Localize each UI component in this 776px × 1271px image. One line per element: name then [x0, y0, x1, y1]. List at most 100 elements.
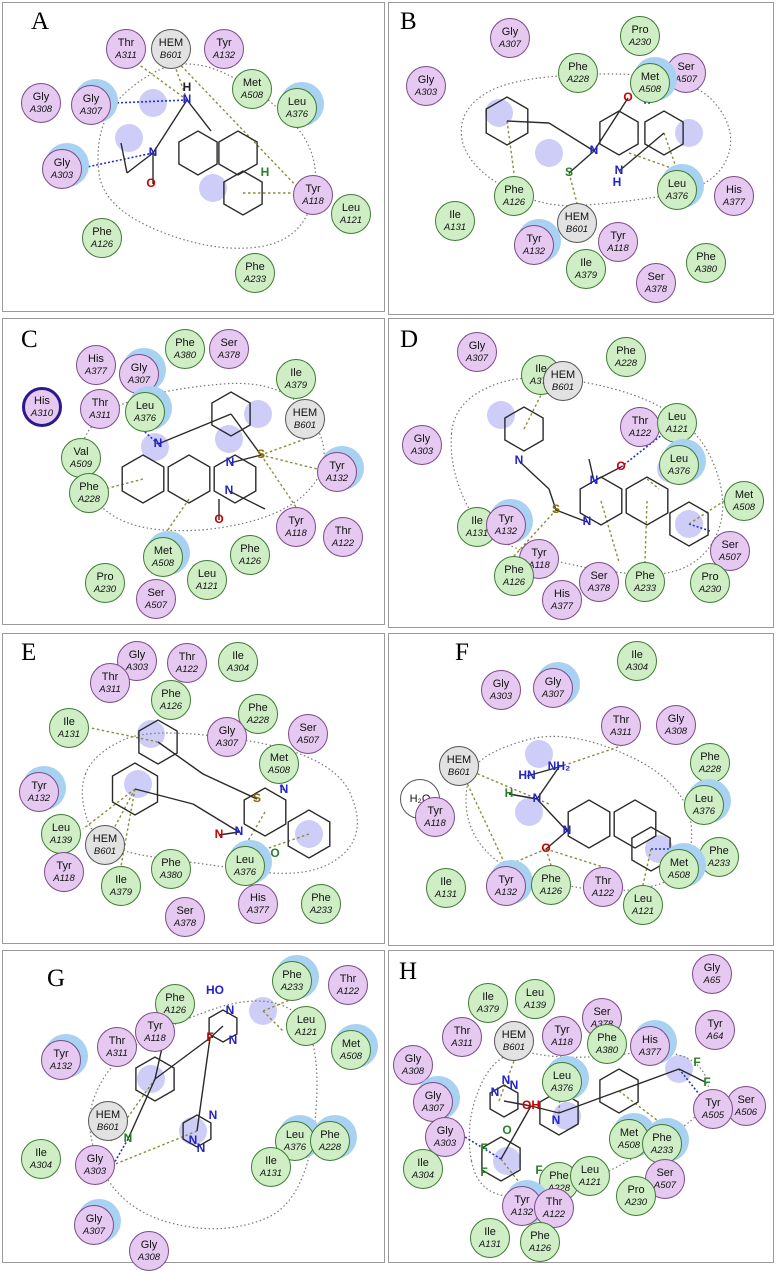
residue-chain-id: A233 [243, 273, 267, 285]
ligand-bond [518, 460, 550, 490]
residue-chain-id: A230 [624, 1196, 648, 1208]
ligand-atom-label: N [491, 1085, 500, 1099]
hbond-line [278, 783, 285, 791]
hydrophobic-contact-line [260, 438, 306, 456]
residue-name: Phe [245, 260, 265, 273]
residue-chain-id: A126 [159, 700, 183, 712]
residue-name: Tyr [427, 804, 443, 817]
residue-chain-id: A230 [628, 36, 652, 48]
hydrophobic-contact-line [170, 54, 304, 194]
ligand-ring [625, 476, 669, 526]
residue-name: HEM [158, 36, 184, 49]
residue-name: His [88, 352, 104, 365]
residue-name: Tyr [610, 229, 626, 242]
residue-name: His [726, 183, 742, 196]
exposure-blob [139, 89, 167, 117]
panel-label: H [399, 958, 418, 985]
residue-chain-id: A131 [443, 221, 467, 233]
exposure-blob [199, 174, 227, 202]
residue-name: Tyr [288, 514, 304, 527]
residue-name: Tyr [705, 1096, 721, 1109]
hydrophobic-contact-line [618, 1090, 663, 1125]
ligand-bond [548, 122, 595, 152]
ligand-ring [178, 130, 218, 176]
ligand-ring [208, 1009, 238, 1043]
residue-chain-id: A233 [707, 857, 731, 869]
ligand-ring [213, 454, 257, 504]
ligand-ring [539, 1090, 579, 1136]
residue-chain-id: A132 [510, 1206, 534, 1218]
ligand-bond [593, 97, 629, 152]
ligand-ring [485, 96, 529, 146]
residue-name: Met [734, 488, 754, 501]
residue-chain-id: A311 [451, 1037, 473, 1049]
exposure-blob [179, 1117, 207, 1145]
residue-chain-id: B601 [565, 223, 589, 235]
residue-name: Gly [468, 339, 486, 352]
residue-name: Leu [285, 1128, 305, 1141]
exposure-blob [487, 401, 515, 429]
residue-chain-id: A139 [523, 999, 547, 1011]
ligand-ring [631, 826, 671, 872]
panel-label: A [31, 8, 50, 35]
residue-name: Gly [436, 1124, 454, 1137]
residue-chain-id: A228 [566, 73, 590, 85]
ligand-atom-label: S [257, 447, 265, 461]
residue-chain-id: A304 [625, 661, 649, 673]
residue-name: Phe [311, 891, 331, 904]
residue-name: Phe [504, 563, 524, 576]
residue-chain-id: A508 [667, 869, 691, 881]
residue-name: Gly [413, 432, 431, 445]
residue-chain-id: A507 [144, 599, 168, 611]
ligand-atom-label: N [197, 1141, 206, 1155]
residue-chain-id: A121 [578, 1176, 602, 1188]
residue-name: Tyr [147, 1019, 163, 1032]
residue-chain-id: A122 [542, 1208, 566, 1220]
panel-h: OHOFFFFFNNNNNHGlyA65IleA379LeuA139SerA37… [388, 950, 774, 1263]
residue-name: Gly [218, 724, 236, 737]
ligand-bond [508, 793, 538, 800]
residue-chain-id: A304 [226, 662, 250, 674]
ligand-ring [669, 501, 709, 547]
residue-name: Thr [334, 524, 352, 537]
residue-name: Gly [492, 677, 510, 690]
residue-chain-id: A132 [27, 792, 51, 804]
hydrophobic-contact-line [506, 120, 515, 174]
residue-chain-id: A307 [541, 688, 565, 700]
residue-name: Tyr [216, 36, 232, 49]
residue-chain-id: A131 [465, 527, 489, 539]
residue-chain-id: A376 [665, 190, 689, 202]
residue-chain-id: A376 [550, 1082, 574, 1094]
residue-name: Gly [703, 961, 721, 974]
ligand-atom-label: N [154, 436, 163, 450]
residue-name: Phe [175, 336, 195, 349]
ligand-atom-label: NH₂ [548, 759, 571, 773]
ligand-atom-label: O [623, 90, 632, 104]
ligand-bond [154, 1037, 211, 1080]
ligand-atom-label: S [253, 791, 261, 805]
residue-name: Met [341, 1037, 361, 1050]
